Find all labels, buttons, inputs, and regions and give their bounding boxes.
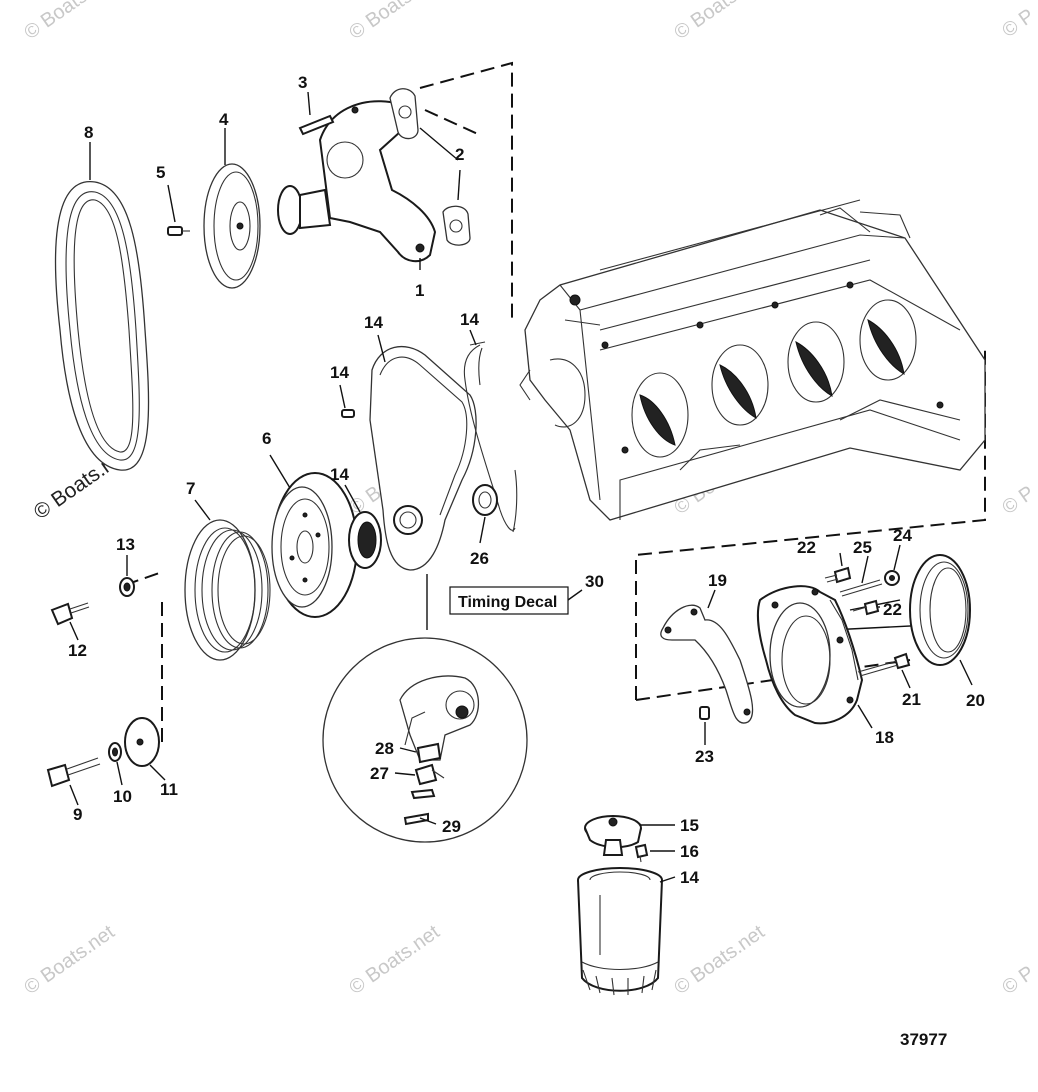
water-pump-gaskets <box>389 88 471 246</box>
callout-14-crank-seal: 14 <box>330 465 349 484</box>
timing-cover <box>369 334 477 571</box>
callout-12: 12 <box>68 641 87 660</box>
watermark-partial: © P <box>998 5 1038 42</box>
watermark: © Boats.net <box>345 0 444 44</box>
callout-16: 16 <box>680 842 699 861</box>
callout-24: 24 <box>893 526 912 545</box>
callout-2: 2 <box>455 145 464 164</box>
water-pump-pulley <box>203 128 261 289</box>
watermark: © Boats.net <box>20 0 119 44</box>
water-pump <box>277 100 437 270</box>
callout-25: 25 <box>853 538 872 557</box>
callout-29: 29 <box>442 817 461 836</box>
callout-14-timing-cover: 14 <box>364 313 383 332</box>
callout-9: 9 <box>73 805 82 824</box>
callout-numbers: 1 2 3 4 5 6 7 8 9 10 11 12 13 14 14 14 1… <box>68 73 985 887</box>
timing-cover-bolt <box>339 384 355 418</box>
bolt-21 <box>857 652 911 689</box>
callout-27: 27 <box>370 764 389 783</box>
oil-filter <box>577 867 676 996</box>
callout-18: 18 <box>875 728 894 747</box>
pulley-bolt <box>167 184 190 236</box>
callout-10: 10 <box>113 787 132 806</box>
drive-belt <box>54 142 150 471</box>
watermark-partial: © P <box>998 962 1038 999</box>
callout-19: 19 <box>708 571 727 590</box>
stud-25 <box>839 555 883 597</box>
callout-6: 6 <box>262 429 271 448</box>
plate-11 <box>124 717 166 781</box>
timing-decal-label: Timing Decal <box>449 586 583 615</box>
callout-3: 3 <box>298 73 307 92</box>
washer-10 <box>108 742 123 786</box>
callout-22-upper: 22 <box>797 538 816 557</box>
seal-gasket-19 <box>660 589 754 724</box>
watermark-partial: © P <box>998 482 1038 519</box>
callout-21: 21 <box>902 690 921 709</box>
callout-22-lower: 22 <box>883 600 902 619</box>
callout-11: 11 <box>160 780 178 799</box>
watermark: © Boats.net <box>670 0 769 44</box>
callout-14-oil-filter: 14 <box>680 868 699 887</box>
bolt-22-upper <box>824 552 852 584</box>
detail-inset <box>322 637 528 843</box>
callout-1: 1 <box>415 281 424 300</box>
callout-4: 4 <box>219 110 229 129</box>
washer-13 <box>119 555 135 597</box>
timing-decal-text: Timing Decal <box>458 594 557 611</box>
bolt-22-lower <box>852 599 880 616</box>
watermark: © Boats.net <box>345 921 444 999</box>
callout-13: 13 <box>116 535 135 554</box>
callout-14-cover-seal: 14 <box>460 310 479 329</box>
water-pump-bolt <box>298 91 335 136</box>
watermark: © Boats.net <box>670 921 769 999</box>
watermarks: © Boats.net © Boats.net © Boats.net © P … <box>20 0 1038 999</box>
callout-20: 20 <box>966 691 985 710</box>
crankshaft-pulley <box>184 499 271 661</box>
adapter-bolt-16 <box>634 843 675 863</box>
oil-filter-adapter <box>584 815 675 856</box>
callout-14-cover-bolt: 14 <box>330 363 349 382</box>
callout-30: 30 <box>585 572 604 591</box>
callout-7: 7 <box>186 479 195 498</box>
callout-23: 23 <box>695 747 714 766</box>
callout-15: 15 <box>680 816 699 835</box>
washer-26 <box>472 484 498 544</box>
bolt-12 <box>50 602 90 641</box>
diagram-reference-number: 37977 <box>900 1030 947 1049</box>
watermark: © Boats.net <box>20 921 119 999</box>
harmonic-balancer <box>269 454 358 618</box>
callout-28: 28 <box>375 739 394 758</box>
dowel-23 <box>699 706 710 745</box>
rear-seal-housing <box>756 585 873 729</box>
front-crank-seal <box>344 484 382 569</box>
callout-5: 5 <box>156 163 165 182</box>
callout-26: 26 <box>470 549 489 568</box>
bolt-9 <box>46 757 101 806</box>
rear-main-seal <box>909 554 973 686</box>
nut-24 <box>884 544 901 586</box>
callout-8: 8 <box>84 123 93 142</box>
engine-block <box>519 199 986 521</box>
timing-cover-seal <box>463 329 518 533</box>
